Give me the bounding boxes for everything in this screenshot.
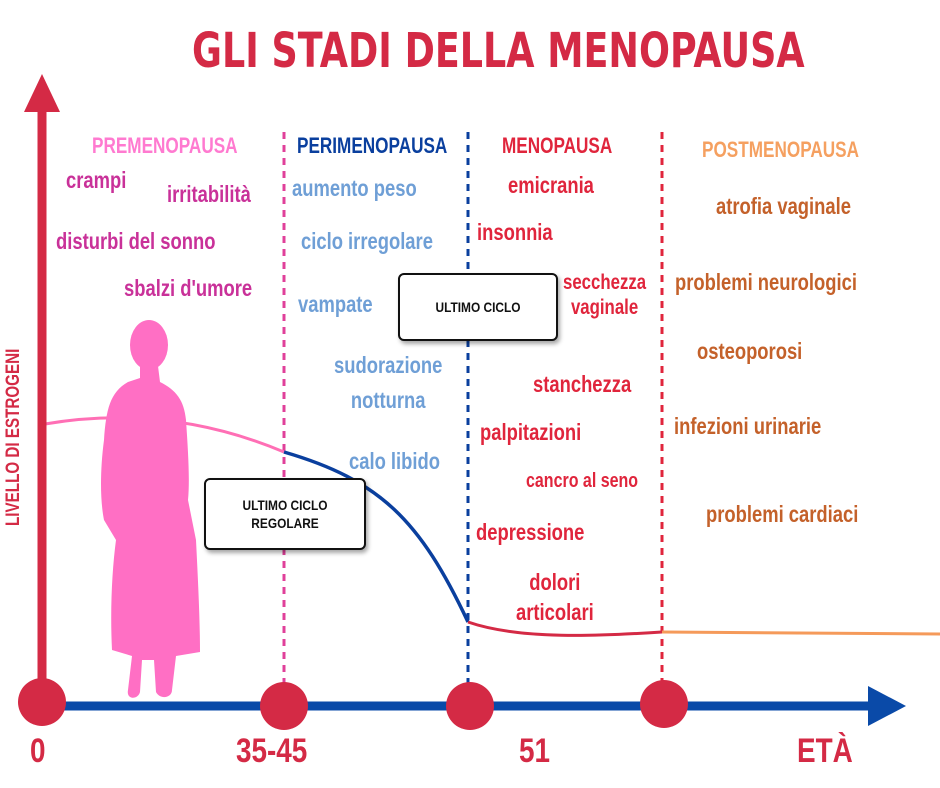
- symptom-stanchezza: stanchezza: [533, 371, 632, 397]
- symptom-calo-libido: calo libido: [349, 448, 440, 474]
- axis-marker-35-45: [260, 682, 308, 730]
- symptom-palpitazioni: palpitazioni: [480, 419, 582, 445]
- symptom-dolori-articolari: dolori articolari: [516, 569, 594, 625]
- arrow-up-icon: [24, 74, 60, 112]
- estrogen-curve-postmenopause: [661, 630, 940, 636]
- symptom-insonnia: insonnia: [477, 219, 553, 245]
- callout-last-regular-cycle: ULTIMO CICLO REGOLARE: [204, 478, 366, 550]
- symptom-irritabilita: irritabilità: [167, 181, 251, 207]
- x-tick-35-45: 35-45: [236, 732, 308, 770]
- symptom-sudorazione-notturna: sudorazione notturna: [334, 352, 443, 413]
- symptom-vampate: vampate: [298, 291, 373, 317]
- symptom-aumento-peso: aumento peso: [292, 175, 417, 201]
- symptom-secchezza-vaginale: secchezza vaginale: [563, 271, 647, 320]
- symptom-depressione: depressione: [476, 519, 585, 545]
- symptom-osteoporosi: osteoporosi: [697, 338, 803, 364]
- callout-last-regular-cycle-text: ULTIMO CICLO REGOLARE: [242, 496, 328, 531]
- callout-last-cycle: ULTIMO CICLO: [398, 273, 558, 341]
- page-title: GLI STADI DELLA MENOPAUSA: [192, 23, 805, 79]
- symptom-crampi: crampi: [66, 167, 127, 193]
- estrogen-curve-menopause: [467, 620, 663, 637]
- x-tick-51: 51: [519, 732, 551, 770]
- x-tick-0: 0: [30, 732, 46, 770]
- stage-header-premenopausa: PREMENOPAUSA: [92, 133, 238, 158]
- symptom-cancro-seno: cancro al seno: [526, 470, 639, 492]
- symptom-sbalzi-umore: sbalzi d'umore: [124, 275, 253, 301]
- stage-header-menopausa: MENOPAUSA: [502, 133, 613, 158]
- symptom-problemi-cardiaci: problemi cardiaci: [706, 501, 859, 527]
- arrow-right-icon: [868, 686, 906, 726]
- stage-header-postmenopausa: POSTMENOPAUSA: [702, 137, 859, 162]
- callout-last-cycle-text: ULTIMO CICLO: [435, 298, 521, 315]
- symptom-atrofia-vaginale: atrofia vaginale: [716, 193, 851, 219]
- axis-marker-postmenopause: [640, 680, 688, 728]
- stage-header-perimenopausa: PERIMENOPAUSA: [297, 133, 448, 158]
- axis-marker-0: [18, 678, 66, 726]
- woman-silhouette-icon: [101, 320, 200, 698]
- symptom-ciclo-irregolare: ciclo irregolare: [301, 228, 433, 254]
- symptom-emicrania: emicrania: [508, 172, 594, 198]
- symptom-problemi-neurologici: problemi neurologici: [675, 269, 857, 295]
- y-axis-label: LIVELLO DI ESTROGENI: [3, 348, 24, 526]
- axis-marker-51: [446, 682, 494, 730]
- symptom-disturbi-sonno: disturbi del sonno: [56, 228, 216, 254]
- symptom-infezioni-urinarie: infezioni urinarie: [674, 413, 822, 439]
- x-axis-label: ETÀ: [797, 732, 853, 770]
- estrogen-curve-perimenopause: [283, 450, 470, 623]
